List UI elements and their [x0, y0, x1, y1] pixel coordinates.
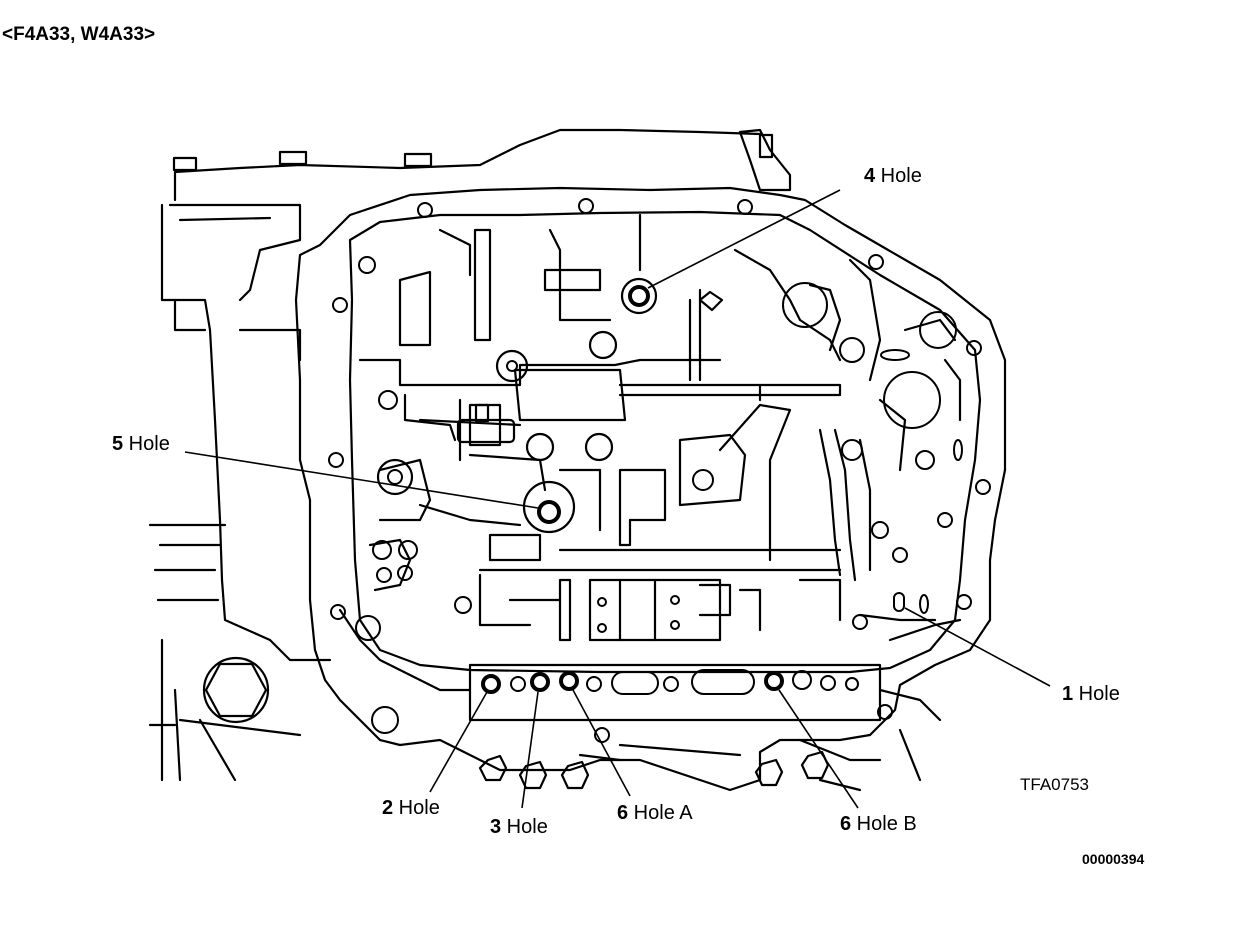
label-hole-3: 3 Hole [490, 816, 548, 838]
label-hole-4: 4 Hole [864, 165, 922, 187]
large-bolt [202, 656, 270, 724]
hole-6a-marker [559, 671, 579, 691]
leader-4 [647, 189, 841, 289]
bottom-bolts [478, 750, 830, 790]
strip-holes [510, 669, 859, 695]
hole-5-marker [537, 500, 561, 524]
leader-6a [572, 689, 631, 797]
label-hole-5: 5 Hole [112, 433, 170, 455]
leader-3 [521, 691, 539, 809]
callout-labels: 4 Hole 5 Hole 1 Hole 2 Hole 3 Hole 6 Hol… [112, 165, 1120, 838]
label-hole-1: 1 Hole [1062, 683, 1120, 705]
hole-4-ring [620, 277, 658, 315]
marked-oil-holes [376, 277, 784, 694]
leader-lines [184, 189, 1051, 809]
label-hole-6b: 6 Hole B [840, 813, 917, 835]
hole-4-marker [628, 285, 650, 307]
leader-2 [429, 691, 488, 793]
figure-code: TFA0753 [1020, 775, 1089, 794]
label-hole-2: 2 Hole [382, 797, 440, 819]
leader-1 [904, 607, 1051, 687]
hole-2-marker [481, 674, 501, 694]
hole-6b-marker [764, 671, 784, 691]
top-bolts [172, 150, 433, 172]
transmission-case-drawing [148, 128, 1007, 792]
diagram-title: <F4A33, W4A33> [2, 24, 155, 45]
hole-3-marker [530, 672, 550, 692]
leader-6b [778, 689, 859, 809]
label-hole-6a: 6 Hole A [617, 802, 693, 824]
leader-5 [184, 451, 539, 509]
hole-5-ring [522, 480, 576, 534]
document-id: 00000394 [1082, 851, 1145, 867]
gasket-holes [328, 198, 991, 743]
